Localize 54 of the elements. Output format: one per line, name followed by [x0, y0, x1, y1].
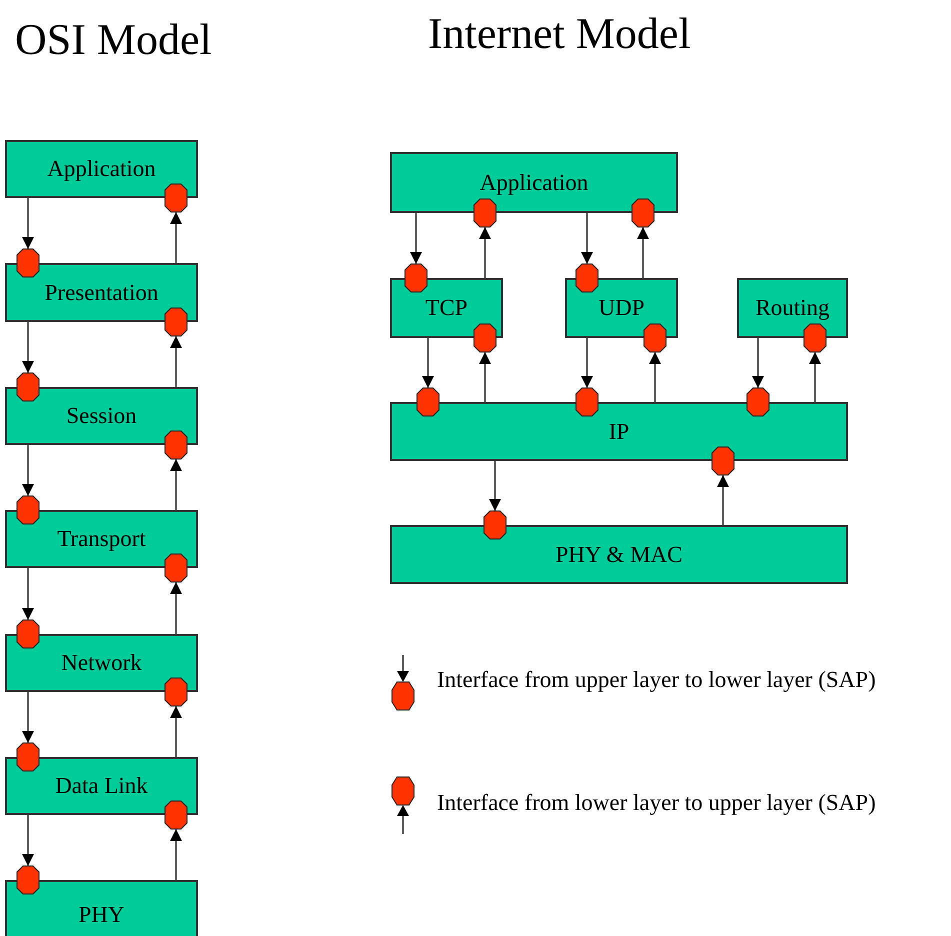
sap-arrow — [576, 213, 598, 292]
sap-arrow — [484, 461, 506, 540]
sap-arrow — [164, 800, 188, 880]
layer-box — [737, 278, 848, 338]
sap-arrow — [16, 198, 40, 278]
layer-box — [390, 402, 848, 461]
sap-arrow — [576, 338, 598, 416]
layer-name: PHY — [78, 902, 124, 928]
sap-arrow — [474, 324, 496, 402]
sap-arrow — [16, 815, 40, 894]
sap-arrow — [16, 692, 40, 772]
layer-box — [5, 880, 198, 936]
layer-name: TCP — [425, 295, 468, 321]
sap-arrow — [16, 568, 40, 648]
layer-name: PHY & MAC — [556, 542, 682, 568]
sap-arrow — [474, 198, 496, 278]
layer-name: Data Link — [55, 773, 148, 799]
sap-arrow — [164, 308, 188, 387]
layer-box — [5, 510, 198, 568]
sap-arrow — [164, 678, 188, 757]
sap-arrow — [164, 184, 188, 263]
layer-box — [565, 278, 678, 338]
layer-box — [5, 140, 198, 198]
legend-text: Interface from upper layer to lower layer (SAP) — [437, 667, 876, 693]
legend-text: Interface from lower layer to upper layer (SAP) — [437, 790, 876, 816]
sap-arrow — [746, 338, 770, 416]
sap-arrow — [712, 446, 734, 525]
sap-arrow — [164, 554, 188, 634]
layer-box — [390, 278, 503, 338]
layer-name: Network — [61, 650, 142, 676]
layer-name: IP — [608, 418, 630, 444]
layer-box — [390, 152, 678, 213]
sap-arrow — [16, 445, 40, 524]
sap-arrow — [644, 324, 666, 402]
layer-box — [5, 757, 198, 815]
layer-name: Transport — [57, 526, 146, 552]
model-heading: OSI Model — [15, 14, 212, 65]
layer-name: Application — [47, 156, 156, 182]
layer-box — [390, 525, 848, 584]
layer-name: UDP — [598, 295, 644, 321]
sap-arrow — [164, 430, 188, 510]
sap-arrow — [632, 198, 654, 278]
sap-arrow — [804, 324, 826, 402]
model-heading: Internet Model — [428, 8, 691, 59]
layer-box — [5, 387, 198, 445]
layer-name: Application — [480, 170, 588, 196]
sap-arrow — [416, 338, 440, 416]
layer-name: Session — [66, 403, 137, 429]
sap-arrow — [404, 213, 428, 292]
layer-box — [5, 263, 198, 322]
layer-box — [5, 634, 198, 692]
layer-name: Presentation — [44, 280, 158, 306]
layer-name: Routing — [755, 295, 830, 321]
sap-arrow — [16, 322, 40, 402]
